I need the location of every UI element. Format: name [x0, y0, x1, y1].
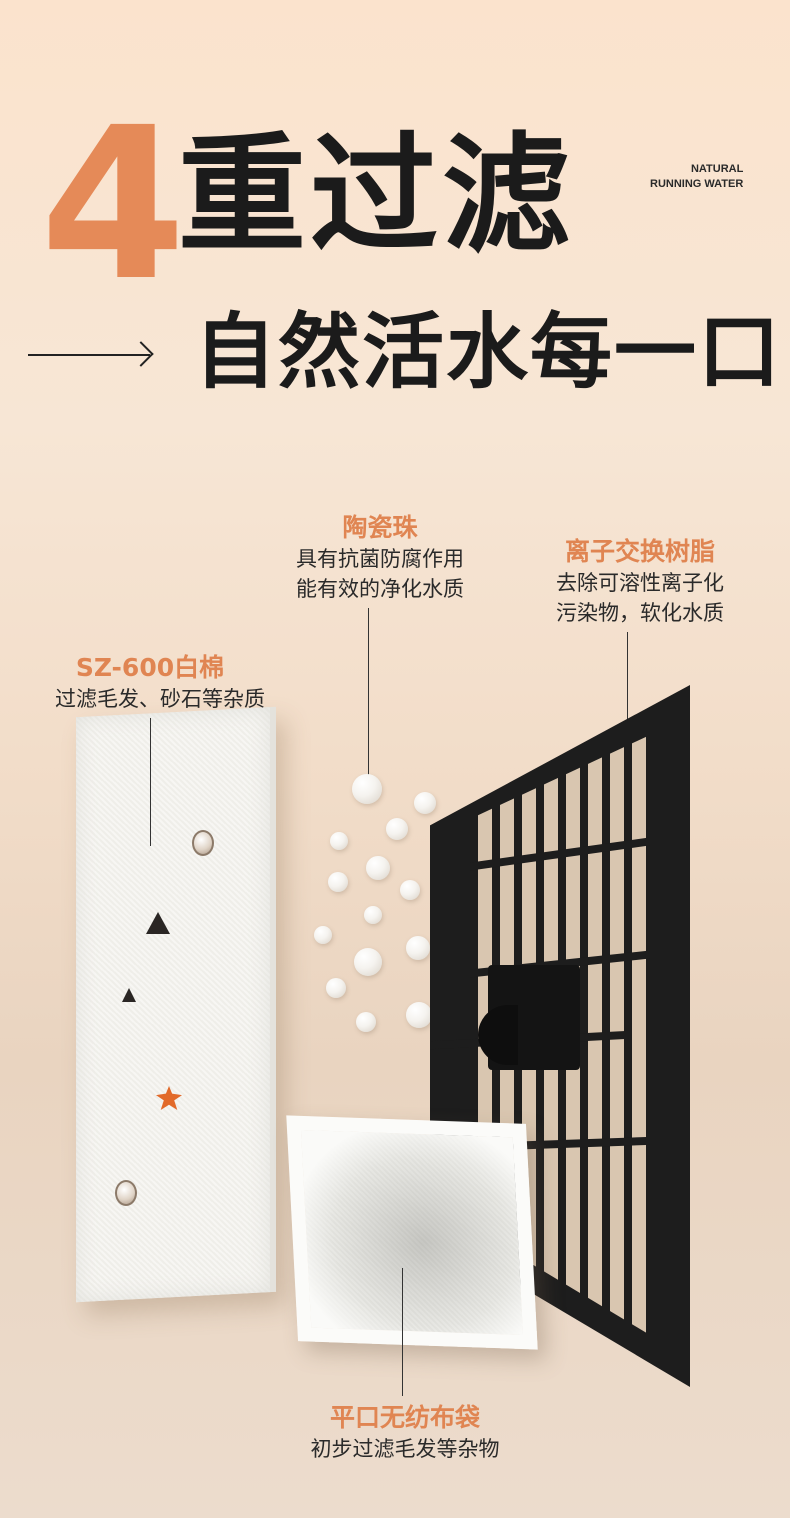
- resin-title: 离子交换树脂: [564, 537, 715, 566]
- ceramic-bead-icon: [364, 906, 382, 924]
- resin-box-knob: [478, 1005, 518, 1065]
- resin-desc-1: 去除可溶性离子化: [556, 571, 724, 595]
- bag-desc: 初步过滤毛发等杂物: [310, 1437, 500, 1461]
- ceramic-bead-icon: [352, 774, 382, 804]
- english-line-2: RUNNING WATER: [650, 178, 744, 190]
- water-drop-icon: [192, 830, 214, 856]
- ceramic-title: 陶瓷珠: [342, 513, 418, 542]
- ceramic-pointer-line: [368, 608, 369, 778]
- arrow-head-icon: [128, 341, 154, 367]
- big-number: 4: [40, 82, 187, 327]
- cotton-desc: 过滤毛发、砂石等杂质: [55, 687, 265, 711]
- arrow-line: [28, 354, 150, 356]
- ceramic-bead-icon: [328, 872, 348, 892]
- cotton-pointer-line: [150, 718, 151, 846]
- bag-title: 平口无纺布袋: [329, 1403, 480, 1432]
- ceramic-bead-icon: [356, 1012, 376, 1032]
- ceramic-bead-icon: [326, 978, 346, 998]
- ceramic-bead-icon: [400, 880, 420, 900]
- ceramic-bead-icon: [330, 832, 348, 850]
- ceramic-bead-icon: [366, 856, 390, 880]
- resin-desc-2: 污染物，软化水质: [556, 601, 724, 625]
- non-woven-bag-filter: [286, 1115, 538, 1350]
- ceramic-desc-1: 具有抗菌防腐作用: [296, 547, 464, 571]
- ceramic-bead-icon: [406, 1002, 432, 1028]
- page-title: 重过滤: [178, 121, 575, 270]
- ceramic-desc-2: 能有效的净化水质: [296, 577, 464, 601]
- water-drop-icon: [115, 1180, 137, 1206]
- stone-icon: [146, 912, 170, 934]
- ceramic-bead-icon: [414, 792, 436, 814]
- english-tagline: NATURAL RUNNING WATER: [650, 162, 743, 192]
- english-line-1: NATURAL: [690, 163, 744, 175]
- ceramic-bead-icon: [386, 818, 408, 840]
- stone-icon: [122, 988, 136, 1002]
- ceramic-bead-icon: [354, 948, 382, 976]
- cotton-title: SZ-600白棉: [75, 653, 225, 682]
- bag-pointer-line: [402, 1268, 403, 1396]
- ceramic-bead-icon: [406, 936, 430, 960]
- subtitle: 自然活水每一口: [194, 305, 783, 400]
- white-cotton-filter: [76, 706, 276, 1303]
- ceramic-bead-icon: [314, 926, 332, 944]
